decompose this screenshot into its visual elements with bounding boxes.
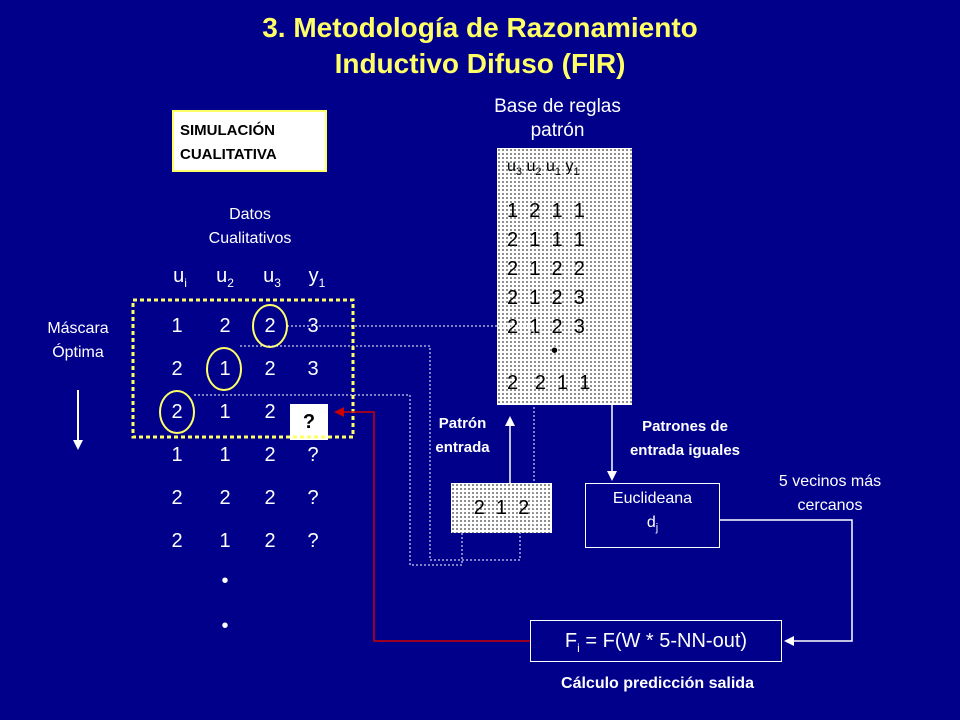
vecinos-label: 5 vecinos más cercanos <box>740 470 920 518</box>
cell-r1-c2: 2 <box>264 358 276 380</box>
rule-row-5: 2 1 2 3 <box>507 316 585 338</box>
unknown-output-box: ? <box>290 404 328 440</box>
patrones-iguales-line-2: entrada iguales <box>629 442 741 459</box>
cell-r0-c2: 2 <box>264 315 276 337</box>
continuation-dot-2: • <box>221 615 229 637</box>
cell-r5-c3: ? <box>307 530 319 552</box>
prediction-feedback-arrow <box>334 407 530 642</box>
cell-r3-c2: 2 <box>264 444 276 466</box>
optimal-mask-rect <box>131 298 355 439</box>
connector-u3 <box>287 325 535 533</box>
rule-row-last: 2 2 1 1 <box>507 372 591 394</box>
patron-entrada-box: 2 1 2 <box>451 483 552 533</box>
rule-ellipsis: • <box>551 340 559 362</box>
header-u3: u3 <box>263 265 281 290</box>
cell-r4-c1: 2 <box>219 487 231 509</box>
patron-entrada-line-2: entrada <box>435 439 490 456</box>
rule-base-headers: u3 u2 u1 y1 <box>507 158 580 179</box>
mask-circle-u3 <box>252 304 288 348</box>
cell-r5-c0: 2 <box>171 530 183 552</box>
rule-row-2: 2 1 1 1 <box>507 229 585 251</box>
simulacion-line-1: SIMULACIÓN <box>180 122 275 139</box>
calculo-label: Cálculo predicción salida <box>561 675 754 692</box>
cell-r4-c2: 2 <box>264 487 276 509</box>
cell-r5-c2: 2 <box>264 530 276 552</box>
header-u2: u2 <box>216 265 234 290</box>
rule-base-line-1: Base de reglas <box>494 96 621 117</box>
cell-r0-c1: 2 <box>219 315 231 337</box>
mask-circle-u2 <box>206 347 242 391</box>
datos-line-1: Datos <box>229 206 271 223</box>
patron-entrada-label: Patrón entrada <box>415 412 510 460</box>
patrones-iguales-label: Patrones de entrada iguales <box>600 415 770 463</box>
rule-base-label: Base de reglas patrón <box>475 95 640 143</box>
mask-circle-ui <box>159 390 195 434</box>
distance-label: dj <box>646 514 659 535</box>
simulacion-line-2: CUALITATIVA <box>180 146 277 163</box>
patron-entrada-line-1: Patrón <box>438 415 487 432</box>
cell-r1-c0: 2 <box>171 358 183 380</box>
cell-r2-c0: 2 <box>171 401 183 423</box>
datos-line-2: Cualitativos <box>208 230 292 247</box>
mascara-line-1: Máscara <box>47 320 109 337</box>
rule-row-4: 2 1 2 3 <box>507 287 585 309</box>
simulacion-box: SIMULACIÓN CUALITATIVA <box>172 110 327 172</box>
cell-r1-c3: 3 <box>307 358 319 380</box>
mascara-label: Máscara Óptima <box>28 317 128 365</box>
header-ui: ui <box>173 265 187 290</box>
connector-u2 <box>240 345 521 561</box>
cell-r3-c3: ? <box>307 444 319 466</box>
rule-row-1: 1 2 1 1 <box>507 200 585 222</box>
formula-box: Fi = F(W * 5-NN-out) <box>530 620 782 662</box>
vecinos-line-2: cercanos <box>797 497 863 514</box>
cell-r1-c1: 1 <box>219 358 231 380</box>
cell-r5-c1: 1 <box>219 530 231 552</box>
euclideana-label: Euclideana <box>612 490 693 507</box>
euclideana-to-formula-arrow <box>720 519 853 646</box>
rule-base-box: u3 u2 u1 y1 1 2 1 1 2 1 1 1 2 1 2 2 2 1 … <box>497 148 632 405</box>
title-line-1: 3. Metodología de Razonamiento <box>262 12 698 43</box>
datos-label: Datos Cualitativos <box>185 203 315 251</box>
vecinos-line-1: 5 vecinos más <box>778 473 882 490</box>
patrones-iguales-line-1: Patrones de <box>642 418 728 435</box>
mascara-line-2: Óptima <box>52 344 104 361</box>
cell-r4-c0: 2 <box>171 487 183 509</box>
cell-r4-c3: ? <box>307 487 319 509</box>
cell-r2-c2: 2 <box>264 401 276 423</box>
cell-r2-c1: 1 <box>219 401 231 423</box>
continuation-dot-1: • <box>221 570 229 592</box>
title-line-2: Inductivo Difuso (FIR) <box>334 48 626 79</box>
rule-base-line-2: patrón <box>530 120 585 141</box>
euclideana-box: Euclideana dj <box>585 483 720 548</box>
cell-r3-c0: 1 <box>171 444 183 466</box>
rule-row-3: 2 1 2 2 <box>507 258 585 280</box>
connector-ui <box>194 394 463 566</box>
header-y1: y1 <box>308 265 326 290</box>
cell-r0-c0: 1 <box>171 315 183 337</box>
cell-r3-c1: 1 <box>219 444 231 466</box>
